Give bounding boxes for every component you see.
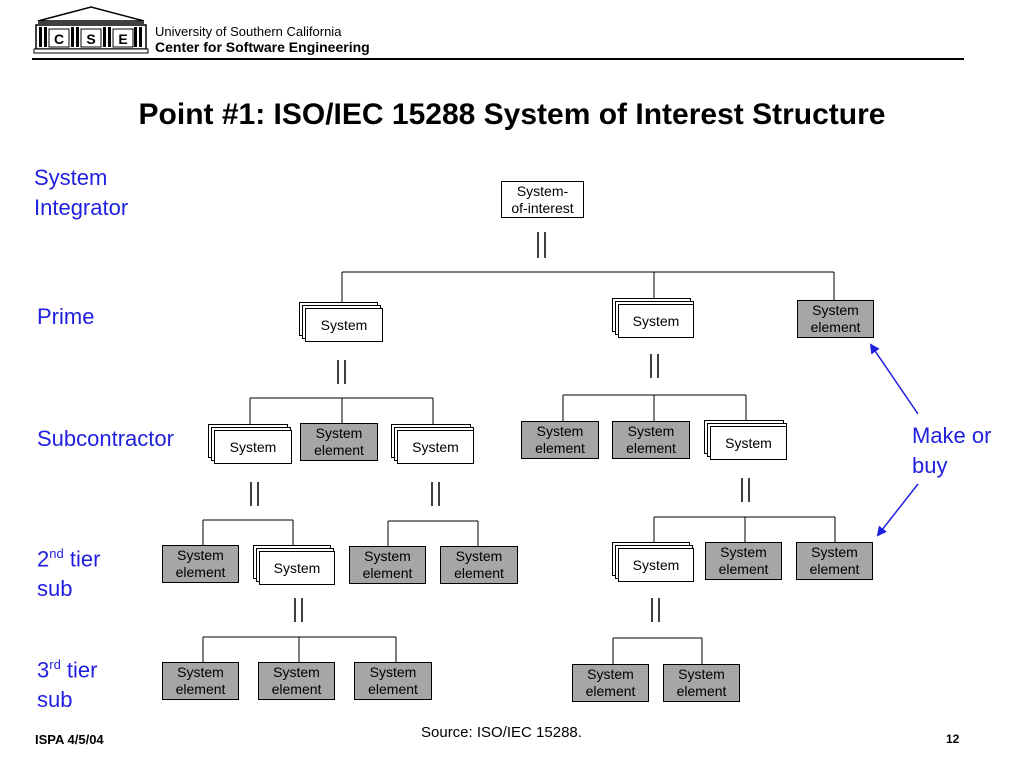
university-name: University of Southern California [155,24,342,39]
footer-event-date: ISPA 4/5/04 [35,732,104,747]
page-number: 12 [946,732,960,746]
header-rule [32,58,964,60]
slide-title: Point #1: ISO/IEC 15288 System of Intere… [138,98,886,131]
cse-logo: C S E [33,6,149,54]
sub-system-3: System [710,426,787,460]
level-prime: Prime [37,304,95,329]
center-name: Center for Software Engineering [155,39,370,55]
sub-system-2: System [397,430,474,464]
system-of-interest-node: System-of-interest [501,181,584,218]
level-subcontractor: Subcontractor [37,426,174,451]
tier2-system-1: System [259,551,335,585]
level-3rd-tier-sub: 3rd tier sub [37,657,98,713]
footer-source: Source: ISO/IEC 15288. [421,724,582,741]
tier2-system-2: System [618,548,694,582]
logo-letter-s: S [86,31,95,47]
prime-system-middle: System [618,304,694,338]
logo-letter-e: E [118,31,127,47]
level-2nd-tier-sub: 2nd tier sub [37,546,101,602]
logo-letter-c: C [54,31,64,47]
sub-system-1: System [214,430,292,464]
prime-system-left: System [305,308,383,342]
